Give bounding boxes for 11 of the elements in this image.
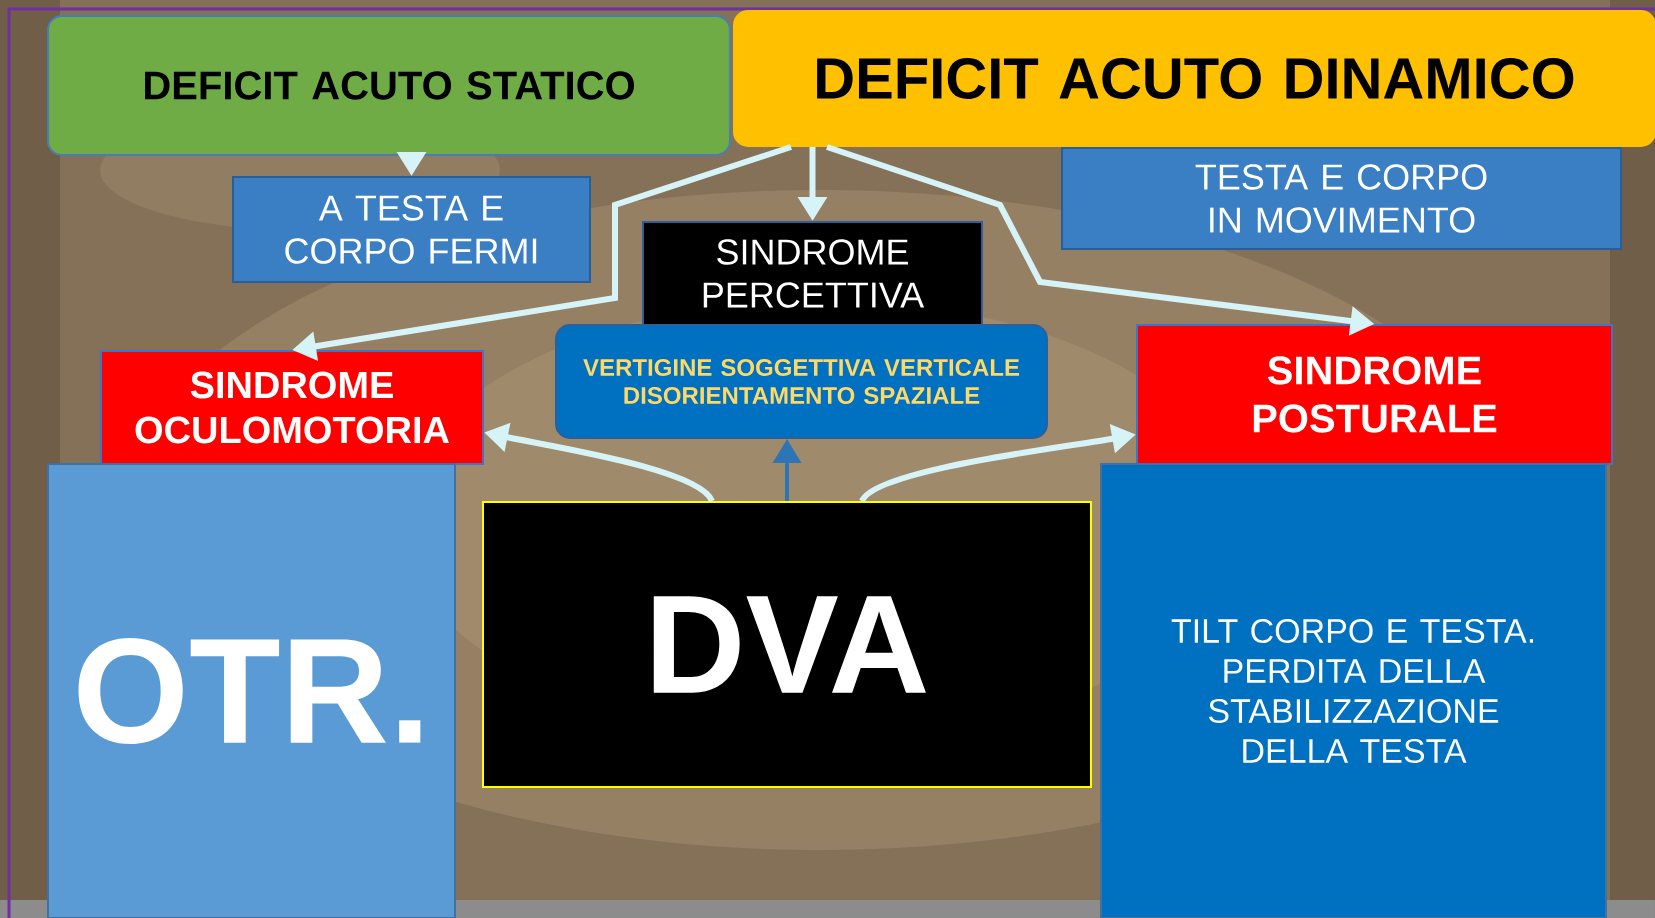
condition-box: A TESTA E CORPO FERMI: [232, 176, 591, 283]
condition-box: TESTA E CORPO IN MOVIMENTO: [1061, 147, 1622, 250]
sign-box: DVA: [482, 501, 1092, 788]
syndrome-box: SINDROME OCULOMOTORIA: [100, 350, 484, 465]
syndrome-box: SINDROME PERCETTIVA: [642, 221, 983, 326]
category-box: DEFICIT ACUTO STATICO: [47, 15, 731, 156]
syndrome-box: SINDROME POSTURALE: [1136, 324, 1613, 465]
category-box: DEFICIT ACUTO DINAMICO: [733, 10, 1655, 147]
sign-box: OTR.: [47, 463, 456, 918]
sign-box: TILT CORPO E TESTA. PERDITA DELLA STABILIZZAZIONE DELLA TESTA: [1100, 463, 1607, 918]
symptom-box: VERTIGINE SOGGETTIVA VERTICALE DISORIENTAMENTO SPAZIALE: [555, 324, 1048, 439]
